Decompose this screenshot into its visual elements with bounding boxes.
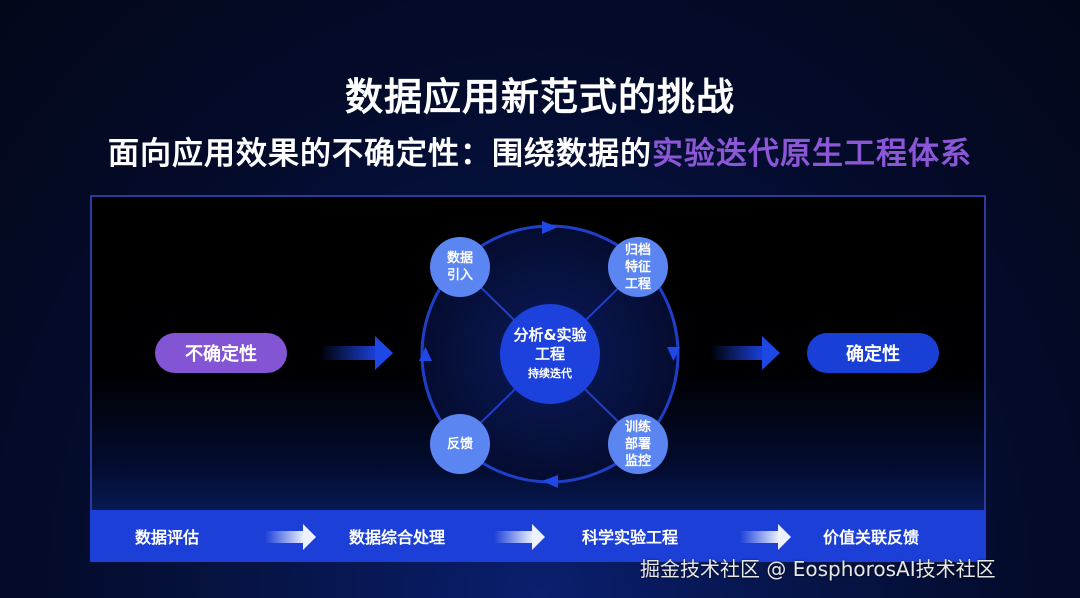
node-train-deploy-monitor: 训练 部署 监控: [608, 414, 668, 474]
pipeline-step: 数据评估: [135, 528, 200, 547]
pipeline-step: 科学实验工程: [582, 528, 679, 547]
slide-title: 数据应用新范式的挑战: [344, 75, 735, 119]
node-data-ingestion: 数据 引入: [430, 237, 490, 297]
right-arrow-icon: [494, 524, 545, 550]
uncertainty-pill: 不确定性: [155, 333, 287, 373]
node-feedback: 反馈: [430, 414, 490, 474]
certainty-pill: 确定性: [807, 333, 939, 373]
subtitle-highlight: 实验迭代原生工程体系: [652, 136, 972, 172]
right-arrow-icon: [265, 524, 316, 550]
center-node-analysis-experiment: 分析&实验 工程 持续迭代: [500, 304, 600, 404]
pipeline-step: 数据综合处理: [349, 528, 446, 547]
node-feature-engineering: 归档 特征 工程: [608, 237, 668, 297]
right-arrow-icon: [740, 524, 791, 550]
watermark: 掘金技术社区 @ EosphorosAI技术社区: [640, 557, 996, 581]
right-arrow-icon: [710, 336, 780, 370]
slide-subtitle: 面向应用效果的不确定性：围绕数据的实验迭代原生工程体系: [0, 128, 1080, 173]
right-arrow-icon: [320, 336, 393, 370]
subtitle-prefix: 面向应用效果的不确定性：围绕数据的: [108, 136, 652, 172]
pipeline-step: 价值关联反馈: [823, 528, 920, 547]
